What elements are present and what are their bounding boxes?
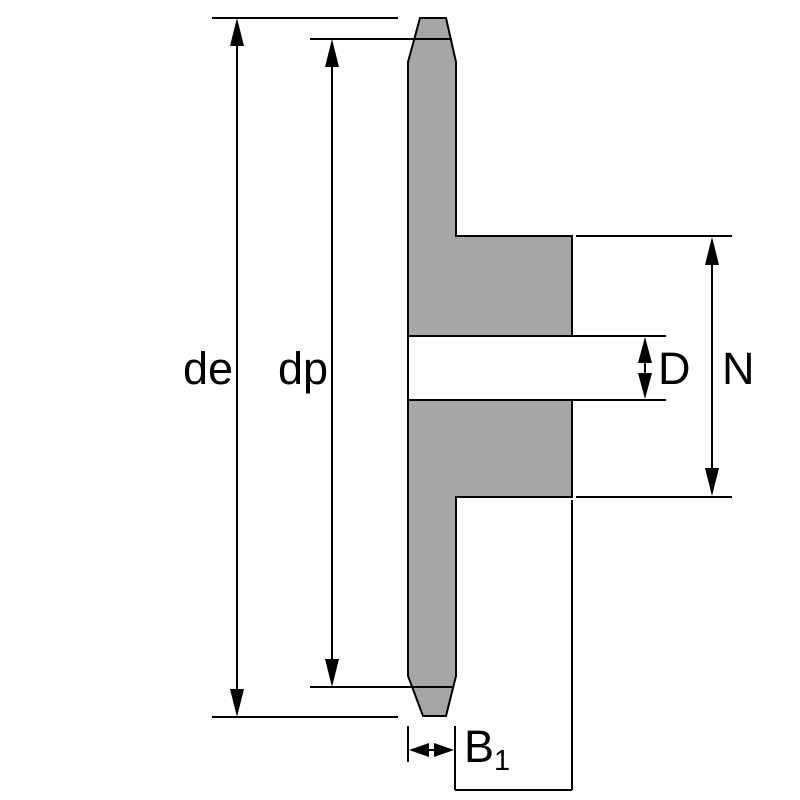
hub-arrow-up-icon [705,237,719,265]
bore-band [409,337,575,399]
hub-diameter-dimension: N [576,235,755,498]
bore-arrow-up-icon [638,337,652,363]
sprocket-body-group [407,17,666,717]
de-label: de [183,343,233,394]
dp-label: dp [278,343,328,394]
hub-length-reference [455,500,573,791]
bore-diameter-dimension: D [638,337,691,399]
de-arrow-down-icon [230,689,244,717]
dp-arrow-down-icon [325,659,339,687]
tooth-width-arrow-left-icon [409,743,429,757]
tooth-width-label-subscript: 1 [494,745,510,777]
tooth-width-arrow-right-icon [434,743,454,757]
tooth-width-label-base: B [464,721,494,772]
de-dimension: de [183,17,398,718]
hub-label: N [722,343,755,394]
dp-arrow-up-icon [325,39,339,67]
de-arrow-up-icon [230,18,244,46]
tooth-width-dimension: B1 [407,721,510,790]
hub-arrow-down-icon [705,468,719,496]
bore-arrow-down-icon [638,373,652,399]
dp-dimension: dp [278,38,452,688]
tooth-width-label: B1 [464,721,510,777]
bore-label: D [658,343,691,394]
